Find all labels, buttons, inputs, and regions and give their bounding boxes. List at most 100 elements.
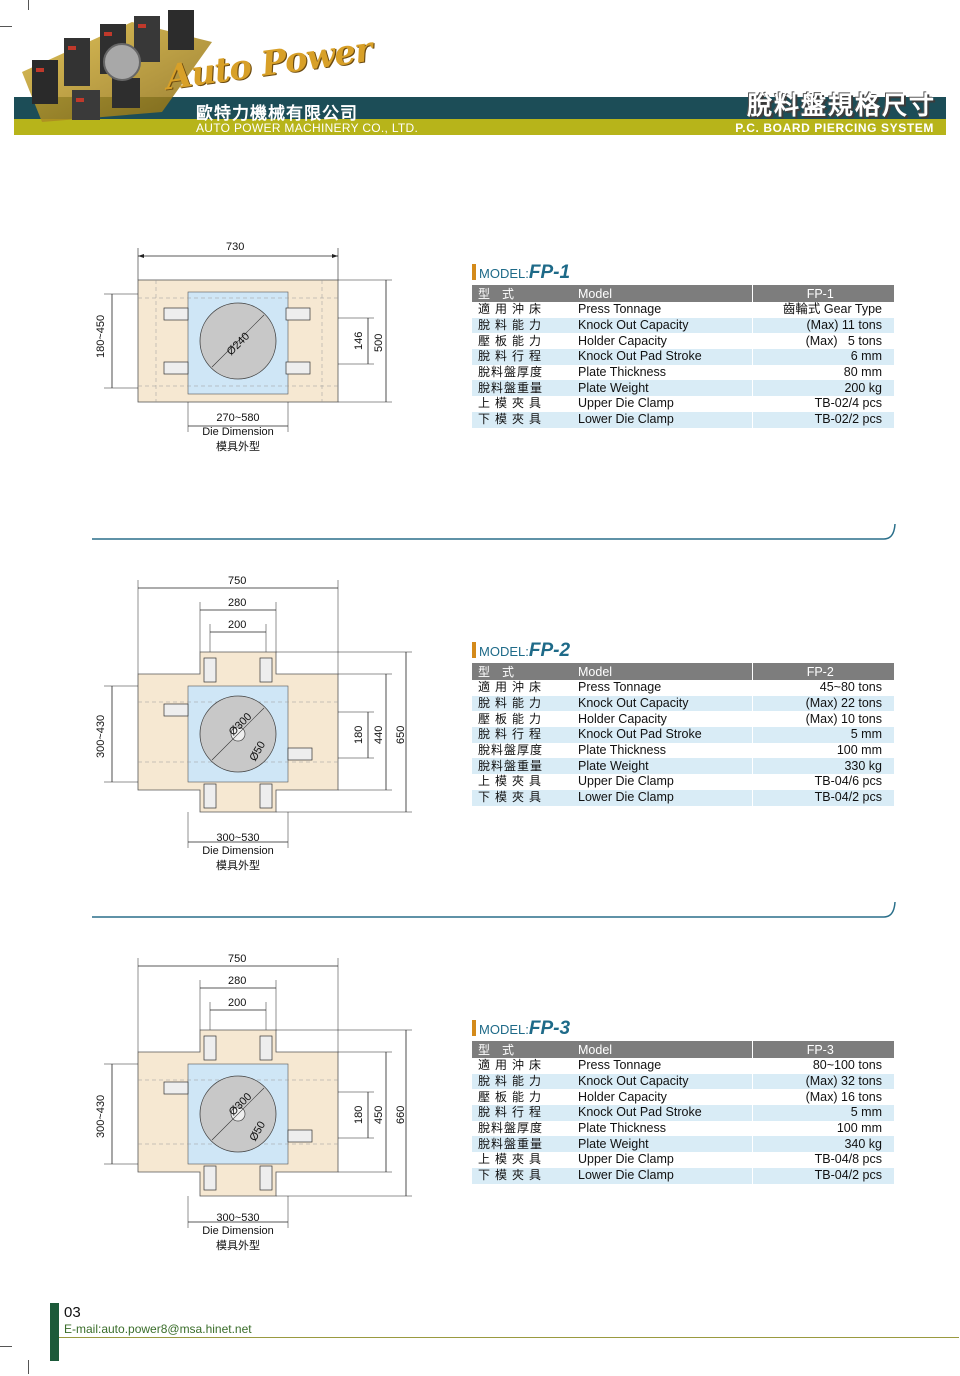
row-label-en: Plate Weight <box>572 1136 752 1153</box>
row-label-cn: 上模夾具 <box>472 396 572 412</box>
model-name: FP-1 <box>528 262 571 283</box>
row-value: 5 mm <box>751 1105 894 1121</box>
heading-marker <box>472 264 476 280</box>
row-value: (Max) 5 tons <box>751 333 894 350</box>
row-label-en: Plate Thickness <box>572 1120 752 1137</box>
dim-mid: 440 <box>373 726 385 744</box>
row-label-cn: 脫料盤厚度 <box>472 1120 572 1137</box>
row-value: TB-04/8 pcs <box>751 1152 894 1168</box>
row-label-cn: 上模夾具 <box>472 1152 572 1168</box>
row-value: 100 mm <box>751 1120 894 1137</box>
die-dimension-label: Die Dimension <box>202 1225 274 1237</box>
row-value: TB-04/2 pcs <box>751 1167 894 1184</box>
contact-email[interactable]: E-mail:auto.power8@msa.hinet.net <box>64 1322 252 1336</box>
company-name-cn: 歐特力機械有限公司 <box>196 104 358 124</box>
crop-mark <box>0 1346 12 1347</box>
row-label-cn: 適用沖床 <box>472 302 572 318</box>
header-model-name: FP-3 <box>751 1041 894 1058</box>
dim-outer: 660 <box>395 1106 407 1124</box>
drawing-fp2: 750 280 200 Ø300 Ø50 300~430 <box>86 572 426 872</box>
row-label-cn: 下模夾具 <box>472 1167 572 1184</box>
row-value: 80 mm <box>751 364 894 381</box>
drawing-fp3: 750 280 200 Ø300 Ø50 300~430 180 <box>86 950 426 1252</box>
row-label-cn: 適用沖床 <box>472 680 572 696</box>
row-label-cn: 脫料盤厚度 <box>472 742 572 759</box>
dim-inner: 180 <box>353 726 365 744</box>
row-value: 45~80 tons <box>751 680 894 696</box>
row-value: TB-02/2 pcs <box>751 411 894 428</box>
dim-width-total: 750 <box>228 953 246 965</box>
page-title-en: P.C. BOARD PIERCING SYSTEM <box>735 121 934 135</box>
row-label-cn: 脫料行程 <box>472 727 572 743</box>
dim-outer: 500 <box>373 334 385 352</box>
row-label-en: Upper Die Clamp <box>572 774 752 790</box>
dim-height-range: 300~430 <box>95 715 107 758</box>
row-label-cn: 下模夾具 <box>472 411 572 428</box>
machine-photo <box>22 10 212 122</box>
row-value: 200 kg <box>751 380 894 397</box>
row-value: (Max) 32 tons <box>751 1073 894 1090</box>
header-band <box>14 97 946 119</box>
dim-height-range: 300~430 <box>95 1095 107 1138</box>
plate-diagram-fp2: 750 280 200 Ø300 Ø50 300~430 <box>95 575 412 848</box>
row-label-en: Upper Die Clamp <box>572 396 752 412</box>
crop-mark <box>0 26 12 27</box>
row-label-en: Plate Thickness <box>572 364 752 381</box>
dim-width-mid: 280 <box>228 597 246 609</box>
row-label-cn: 脫料盤重量 <box>472 380 572 397</box>
row-label-en: Upper Die Clamp <box>572 1152 752 1168</box>
model-label: MODEL: <box>479 1022 529 1037</box>
table-header-row: 型 式 Model FP-3 <box>472 1041 894 1058</box>
crop-mark <box>28 0 29 10</box>
row-label-cn: 脫料盤重量 <box>472 758 572 775</box>
model-name: FP-3 <box>528 1018 571 1039</box>
model-heading: MODEL:FP-2 <box>472 640 570 662</box>
table-header-row: 型 式 Model FP-2 <box>472 663 894 680</box>
row-label-cn: 脫料能力 <box>472 317 572 334</box>
plate-diagram-fp3: 750 280 200 Ø300 Ø50 300~430 180 <box>95 953 412 1228</box>
heading-marker <box>472 642 476 658</box>
die-range: 300~530 <box>216 832 260 844</box>
dim-width-inner: 200 <box>228 619 246 631</box>
row-value: 5 mm <box>751 727 894 743</box>
page-header: Auto Power 歐特力機械有限公司 AUTO POWER MACHINER… <box>0 0 960 150</box>
section-divider <box>92 901 896 918</box>
row-label-cn: 脫料行程 <box>472 1105 572 1121</box>
row-value: 齒輪式 Gear Type <box>751 302 894 318</box>
header-type: 型 式 <box>472 663 572 680</box>
row-value: (Max) 10 tons <box>751 711 894 728</box>
plate-diagram-fp1: 730 Ø240 180~450 146 500 <box>95 241 392 432</box>
header-model: Model <box>572 663 752 680</box>
dim-height-range: 180~450 <box>95 315 107 358</box>
row-label-en: Lower Die Clamp <box>572 411 752 428</box>
footer-rule <box>59 1337 959 1338</box>
row-value: (Max) 22 tons <box>751 695 894 712</box>
row-value: (Max) 16 tons <box>751 1089 894 1106</box>
row-value: 340 kg <box>751 1136 894 1153</box>
row-label-cn: 壓板能力 <box>472 333 572 350</box>
dim-width-total: 730 <box>226 241 244 253</box>
row-label-en: Holder Capacity <box>572 1089 752 1106</box>
header-model-name: FP-1 <box>751 285 894 302</box>
row-label-cn: 脫料盤重量 <box>472 1136 572 1153</box>
row-label-en: Press Tonnage <box>572 680 752 696</box>
dim-inner: 146 <box>353 332 365 350</box>
row-value: 100 mm <box>751 742 894 759</box>
